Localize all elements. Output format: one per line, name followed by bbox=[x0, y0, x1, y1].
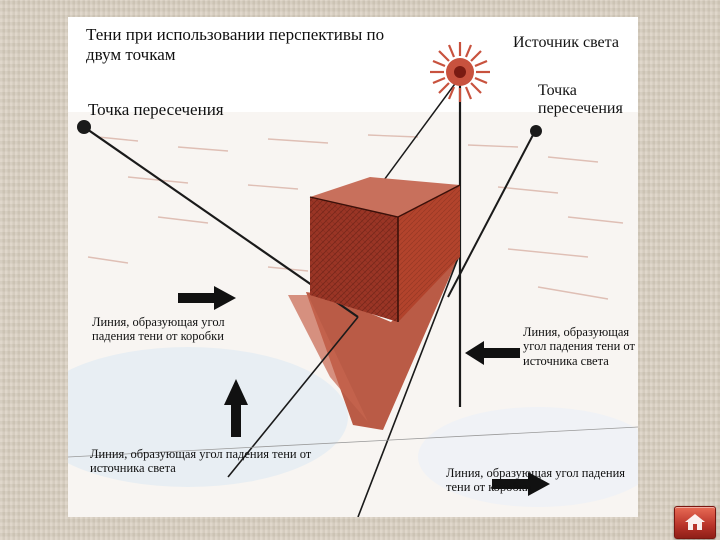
home-icon bbox=[685, 514, 705, 530]
arrow-icon-bottom bbox=[492, 472, 550, 496]
slide-title: Тени при использовании перспективы по дв… bbox=[86, 25, 385, 64]
caption-light-shadow-right: Линия, образующая угол падения тени от и… bbox=[523, 325, 635, 368]
perspective-drawing bbox=[68, 42, 638, 517]
ground-shade-right bbox=[418, 407, 638, 507]
box-face-top bbox=[310, 177, 460, 217]
box-shadow-edge bbox=[288, 295, 368, 422]
arrow-icon-right bbox=[465, 341, 520, 365]
perspective-illustration: Тени при использовании перспективы по дв… bbox=[68, 17, 638, 517]
ground-shade bbox=[68, 347, 348, 487]
line-vp-right bbox=[447, 132, 535, 298]
sun-icon bbox=[430, 42, 490, 102]
caption-box-shadow-upper: Линия, образующая угол падения тени от к… bbox=[92, 315, 225, 344]
caption-box-shadow-bottom: Линия, образующая угол падения тени от к… bbox=[446, 466, 626, 495]
caption-light-shadow-bottom: Линия, образующая угол падения тени от и… bbox=[90, 447, 312, 476]
light-source-label: Источник света bbox=[513, 34, 619, 51]
vanishing-point-right bbox=[530, 125, 542, 137]
vanishing-point-right-label: Точка пересечения bbox=[538, 82, 623, 118]
line-shadow-left bbox=[227, 316, 359, 478]
vanishing-point-left-label: Точка пересечения bbox=[88, 100, 224, 119]
line-horizon-low bbox=[68, 426, 638, 458]
vanishing-point-left bbox=[77, 120, 91, 134]
arrow-icon-up bbox=[224, 379, 248, 437]
home-button[interactable] bbox=[674, 506, 716, 539]
arrow-icon-upper-left bbox=[178, 286, 236, 310]
line-shadow-right bbox=[357, 252, 461, 517]
